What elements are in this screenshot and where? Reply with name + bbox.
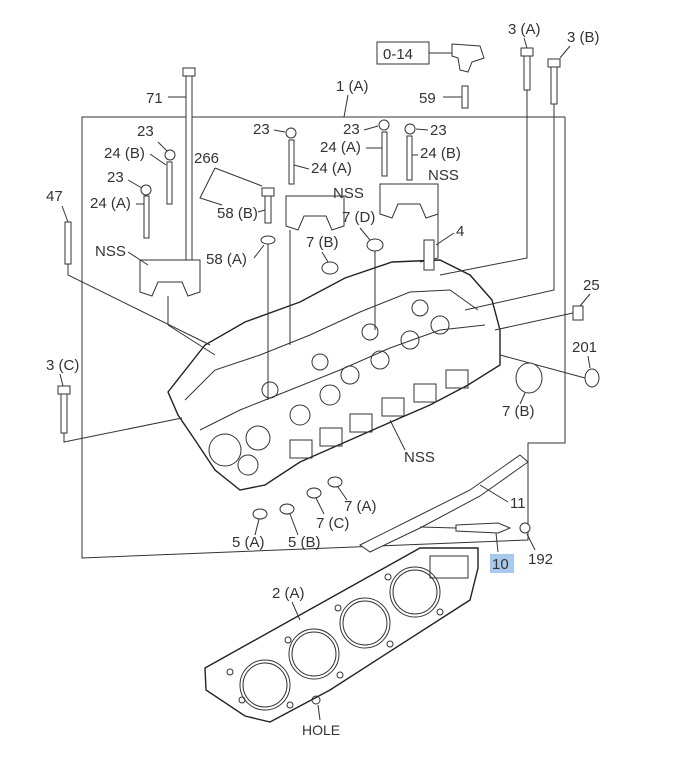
label-266: 266 [194,150,219,167]
label-3a: 3 (A) [508,21,541,38]
label-5a: 5 (A) [232,534,265,551]
nut-23-d [378,119,390,131]
label-58b: 58 (B) [217,205,258,222]
label-192: 192 [528,551,553,568]
label-24b-b: 24 (B) [420,145,461,162]
bolt-25 [572,305,584,321]
bolt-58b [264,194,272,224]
label-24a-c: 24 (A) [320,139,361,156]
stud-24b-b [406,135,413,181]
label-59: 59 [419,90,436,107]
dowel-59 [461,85,469,109]
label-24a-b: 24 (A) [311,160,352,177]
stud-24a-a [143,195,150,239]
label-47: 47 [46,188,63,205]
label-23-e: 23 [430,122,447,139]
nut-23-e [404,123,416,135]
cylinder-head [167,259,501,491]
nut-23-c [285,127,297,139]
label-nss-c: NSS [95,243,126,260]
label-nss-d: NSS [404,449,435,466]
label-71: 71 [146,90,163,107]
label-7c: 7 (C) [316,515,349,532]
bearing-cap-left [139,259,201,297]
label-1a: 1 (A) [336,78,369,95]
plug-7d [366,238,384,252]
nut-23-a [164,149,176,161]
bolt-3a [523,54,531,91]
label-7b-b: 7 (B) [502,403,535,420]
plug-7b-b [515,362,543,394]
sensor-part [451,43,485,73]
highlight-10[interactable] [490,554,514,573]
stud-24a-c [381,131,388,177]
label-3b: 3 (B) [567,29,600,46]
seal-5b [279,503,295,515]
label-3c: 3 (C) [46,357,79,374]
seal-5a [252,508,268,520]
washer-58a [260,235,276,245]
label-7a: 7 (A) [344,498,377,515]
label-24a-a: 24 (A) [90,195,131,212]
stud-24a-b [288,139,295,185]
nut-192 [519,522,531,534]
label-5b: 5 (B) [288,534,321,551]
nut-23-b [140,184,152,196]
label-25: 25 [583,277,600,294]
glow-plug-10 [455,522,512,534]
label-2a: 2 (A) [272,585,305,602]
bolt-71 [185,71,193,263]
bearing-cap-right [379,183,439,219]
stud-24b-a [166,161,173,205]
label-23-c: 23 [253,121,270,138]
stud-47 [64,221,72,265]
head-gasket [204,547,479,723]
label-7d: 7 (D) [342,209,375,226]
bolt-3b [550,65,558,105]
label-23-b: 23 [107,169,124,186]
label-23-a: 23 [137,123,154,140]
plug-7a [327,476,343,488]
label-201: 201 [572,339,597,356]
label-24b-a: 24 (B) [104,145,145,162]
label-hole: HOLE [302,722,340,738]
label-10[interactable]: 10 [492,556,509,573]
assembly-frame [81,116,566,559]
label-4: 4 [456,223,464,240]
label-7b-a: 7 (B) [306,234,339,251]
label-58a: 58 (A) [206,251,247,268]
bracket-11 [359,454,529,553]
bolt-3c [60,392,68,434]
sleeve-4 [423,239,435,271]
bearing-cap-middle [285,195,345,231]
plug-7b-a [321,261,339,275]
label-nss-a: NSS [333,185,364,202]
plug-201 [584,368,600,388]
label-nss-b: NSS [428,167,459,184]
label-11: 11 [510,495,526,512]
label-23-d: 23 [343,121,360,138]
section-ref-text: 0-14 [383,46,413,63]
plug-7c [306,487,322,499]
